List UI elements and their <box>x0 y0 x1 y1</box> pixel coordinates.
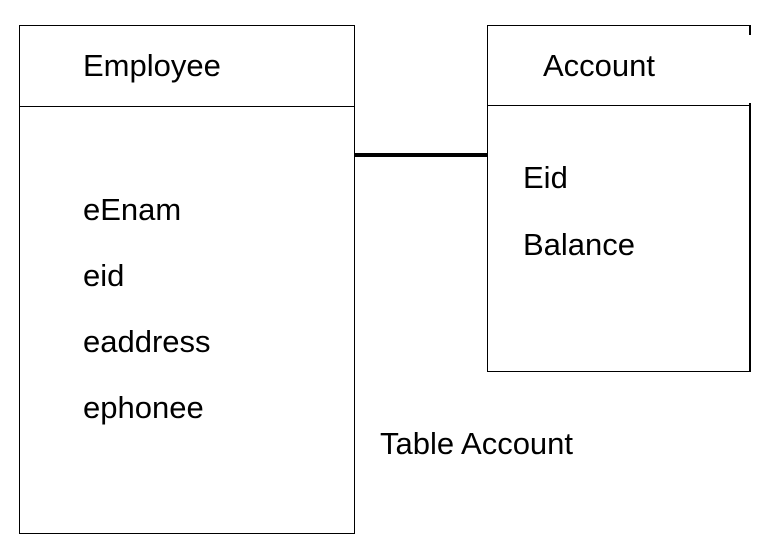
employee-attribute: eid <box>83 258 125 293</box>
employee-title: Employee <box>83 48 221 83</box>
account-header: Account <box>488 26 751 106</box>
account-right-border <box>749 25 751 35</box>
account-attribute: Balance <box>523 227 636 262</box>
employee-attribute: eaddress <box>83 324 211 359</box>
relationship-line <box>355 153 487 157</box>
employee-attribute: ephonee <box>83 390 204 425</box>
employee-attribute: eEnam <box>83 192 182 227</box>
employee-entity-box: Employee eEnam eid eaddress ephonee <box>19 25 355 534</box>
diagram-caption: Table Account <box>380 426 574 461</box>
account-attribute: Eid <box>523 160 568 195</box>
account-right-border <box>749 103 751 372</box>
employee-header: Employee <box>20 26 354 107</box>
account-title: Account <box>543 48 656 83</box>
account-entity-box: Account Eid Balance <box>487 25 751 372</box>
